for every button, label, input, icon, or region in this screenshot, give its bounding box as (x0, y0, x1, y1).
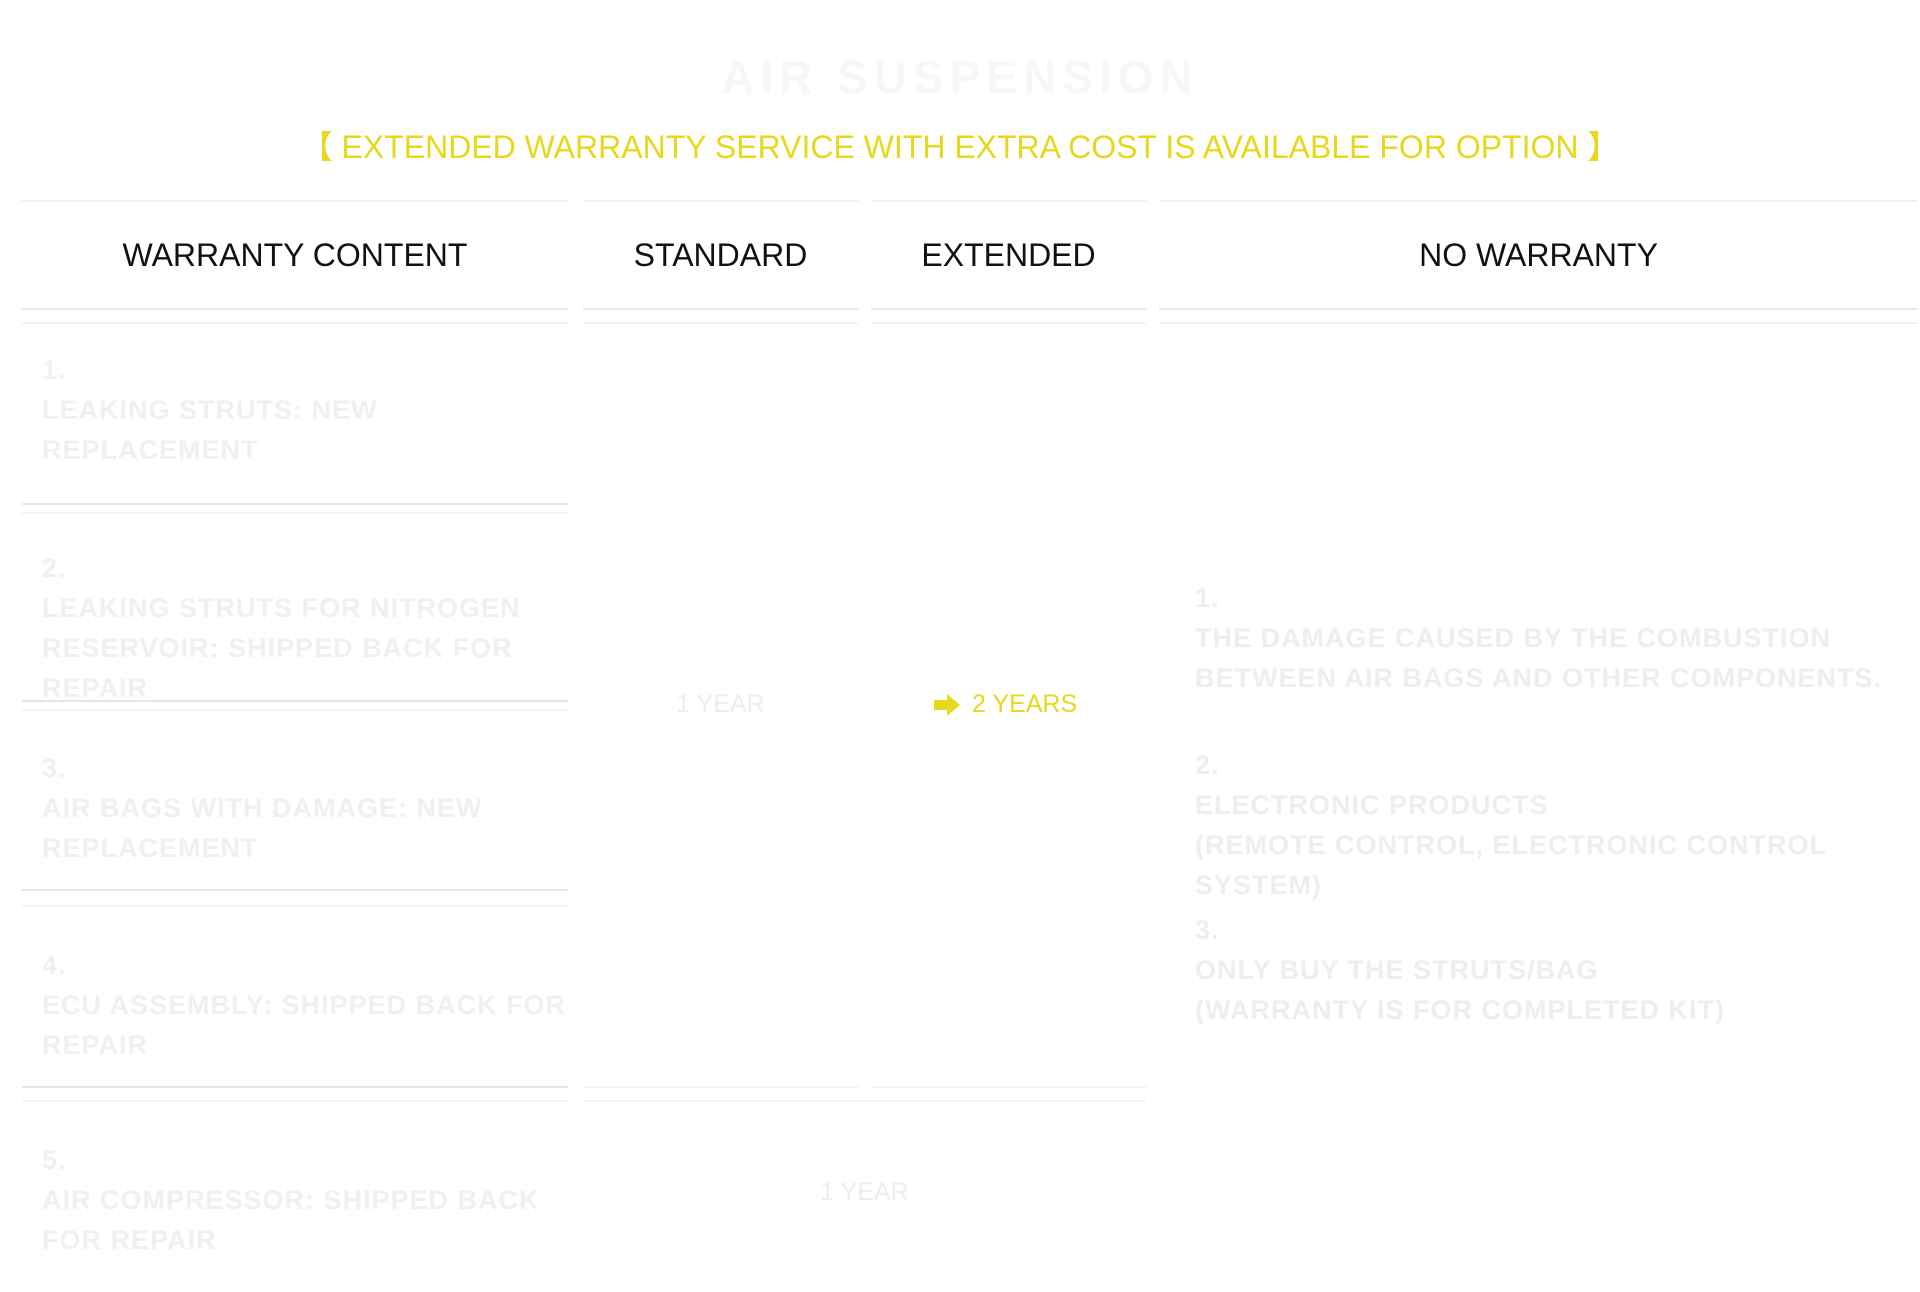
content-row-number: 5. (42, 1145, 67, 1175)
row-divider (22, 1086, 568, 1088)
content-row-number: 3. (42, 753, 67, 783)
header-extended: EXTENDED (871, 200, 1146, 324)
row-divider (583, 1100, 1146, 1102)
page-title: AIR SUSPENSION (721, 51, 1199, 103)
content-row-number: 2. (42, 553, 67, 583)
row-divider (22, 889, 568, 891)
content-row-text: AIR COMPRESSOR: SHIPPED BACK (42, 1185, 540, 1215)
content-row-text: ECU ASSEMBLY: SHIPPED BACK FOR (42, 990, 567, 1020)
header-standard: STANDARD (583, 200, 858, 324)
extended-period: 2 YEARS (934, 690, 1077, 719)
content-row-number: 1. (42, 355, 67, 385)
extended-warranty-note: 【 EXTENDED WARRANTY SERVICE WITH EXTRA C… (300, 129, 1620, 165)
row-divider (22, 700, 568, 702)
no-warranty-text: BETWEEN AIR BAGS AND OTHER COMPONENTS. (1195, 663, 1883, 693)
content-row-2: 2. LEAKING STRUTS FOR NITROGEN RESERVOIR… (22, 548, 568, 708)
standard-period: 1 YEAR (676, 690, 765, 718)
row-divider (583, 1086, 858, 1088)
content-row-text: REPAIR (42, 1030, 149, 1060)
extended-period-label: 2 YEARS (972, 690, 1078, 718)
content-row-text: FOR REPAIR (42, 1225, 217, 1255)
no-warranty-number: 2. (1195, 750, 1220, 780)
no-warranty-text: (WARRANTY IS FOR COMPLETED KIT) (1195, 995, 1725, 1025)
header-extended-label: EXTENDED (921, 236, 1096, 273)
no-warranty-text: (REMOTE CONTROL, ELECTRONIC CONTROL SYST… (1195, 830, 1827, 900)
no-warranty-number: 1. (1195, 583, 1220, 613)
row-divider (871, 1086, 1146, 1088)
header-no-warranty-label: NO WARRANTY (1419, 236, 1658, 273)
content-row-4: 4. ECU ASSEMBLY: SHIPPED BACK FOR REPAIR (22, 945, 568, 1065)
header-warranty-content: WARRANTY CONTENT (22, 200, 568, 324)
row-divider (22, 1100, 568, 1102)
no-warranty-text: ONLY BUY THE STRUTS/BAG (1195, 955, 1599, 985)
header-no-warranty: NO WARRANTY (1159, 200, 1918, 324)
header-warranty-content-label: WARRANTY CONTENT (122, 236, 468, 273)
no-warranty-item-1: 1. THE DAMAGE CAUSED BY THE COMBUSTION B… (1195, 578, 1882, 698)
row-divider (22, 503, 568, 505)
row-divider (22, 512, 568, 514)
content-row-text: RESERVOIR: SHIPPED BACK FOR REPAIR (42, 633, 513, 703)
content-row-text: LEAKING STRUTS FOR NITROGEN (42, 593, 521, 623)
content-row-text: AIR BAGS WITH DAMAGE: NEW (42, 793, 483, 823)
no-warranty-text: THE DAMAGE CAUSED BY THE COMBUSTION (1195, 623, 1832, 653)
content-row-3: 3. AIR BAGS WITH DAMAGE: NEW REPLACEMENT (22, 748, 568, 868)
arrow-right-icon (934, 693, 960, 716)
content-row-1: 1. LEAKING STRUTS: NEW REPLACEMENT (22, 350, 568, 470)
content-row-number: 4. (42, 950, 67, 980)
row-divider (22, 905, 568, 907)
no-warranty-number: 3. (1195, 915, 1220, 945)
row-divider (22, 709, 568, 711)
compressor-period: 1 YEAR (820, 1178, 909, 1206)
header-standard-label: STANDARD (633, 236, 808, 273)
content-row-text: REPLACEMENT (42, 833, 259, 863)
content-row-text: LEAKING STRUTS: NEW REPLACEMENT (42, 395, 378, 465)
no-warranty-item-2: 2. ELECTRONIC PRODUCTS (REMOTE CONTROL, … (1195, 745, 1920, 905)
no-warranty-text: ELECTRONIC PRODUCTS (1195, 790, 1549, 820)
no-warranty-item-3: 3. ONLY BUY THE STRUTS/BAG (WARRANTY IS … (1195, 910, 1725, 1030)
content-row-5: 5. AIR COMPRESSOR: SHIPPED BACK FOR REPA… (22, 1140, 568, 1260)
